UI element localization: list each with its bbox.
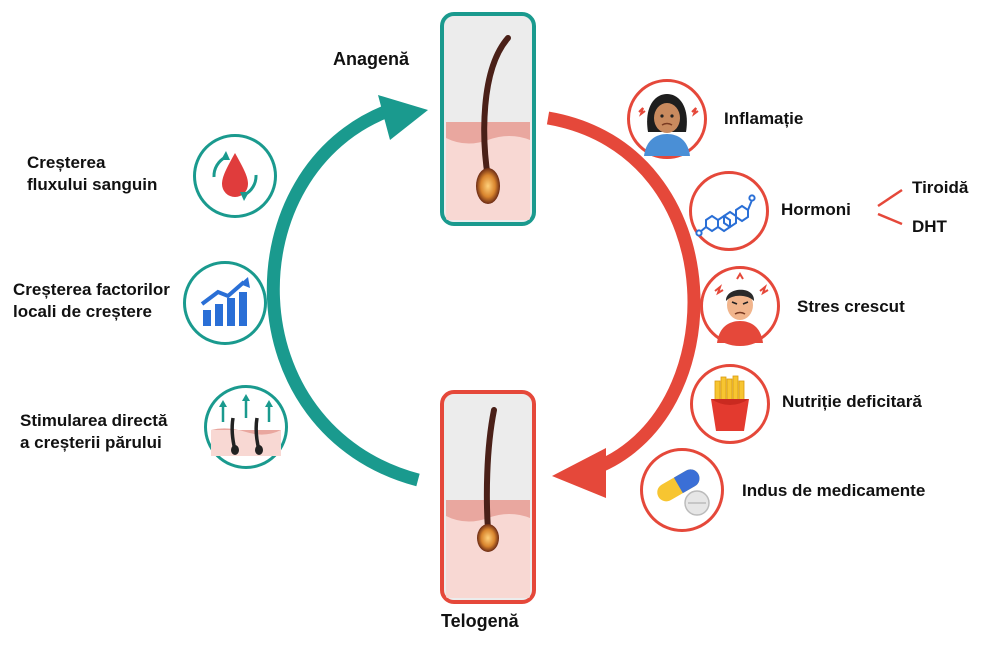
loss-cycle-arrow <box>546 111 701 477</box>
telogen-hair-icon <box>483 407 497 533</box>
anagen-label: Anagenă <box>333 49 410 69</box>
blood-drop-cycle-icon <box>193 134 277 218</box>
stressed-man-icon <box>700 266 780 346</box>
growth-label-direct-stimulation-line2: a creșterii părului <box>20 433 162 452</box>
growth-label-blood-flow-line2: fluxului sanguin <box>27 175 158 194</box>
hormone-connector-tiroida <box>877 188 903 208</box>
hormone-molecule-icon <box>689 171 769 251</box>
loss-label-medication: Indus de medicamente <box>742 481 926 500</box>
growth-label-direct-stimulation: Stimularea directă a creșterii părului <box>20 410 167 454</box>
loss-label-nutrition: Nutriție deficitară <box>782 392 922 411</box>
french-fries-icon <box>690 364 770 444</box>
growth-label-blood-flow: Creșterea fluxului sanguin <box>27 152 157 196</box>
telogen-label: Telogenă <box>441 611 519 631</box>
loss-label-hormones: Hormoni <box>781 200 851 219</box>
telogen-follicle-card <box>440 390 536 604</box>
loss-arrowhead-icon <box>552 448 606 498</box>
growth-label-blood-flow-line1: Creșterea <box>27 153 106 172</box>
anagen-follicle-card <box>440 12 536 226</box>
growth-label-direct-stimulation-line1: Stimularea directă <box>20 411 168 430</box>
pills-icon <box>640 448 724 532</box>
hair-stimulation-icon <box>204 385 288 469</box>
inflamed-woman-icon <box>627 79 707 159</box>
growth-label-local-factors: Creșterea factorilor locali de creștere <box>13 279 170 323</box>
anagen-hair-icon <box>481 35 511 181</box>
growth-chart-icon <box>183 261 267 345</box>
hormone-type-dht: DHT <box>912 217 947 236</box>
growth-label-local-factors-line2: locali de creștere <box>13 302 152 321</box>
loss-label-stress: Stres crescut <box>797 297 905 316</box>
hormone-connector-dht <box>877 212 903 226</box>
growth-arrowhead-icon <box>378 95 428 140</box>
growth-cycle-arrow <box>266 103 420 487</box>
loss-label-inflammation: Inflamație <box>724 109 804 128</box>
growth-label-local-factors-line1: Creșterea factorilor <box>13 280 170 299</box>
hormone-type-tiroida: Tiroidă <box>912 178 969 197</box>
